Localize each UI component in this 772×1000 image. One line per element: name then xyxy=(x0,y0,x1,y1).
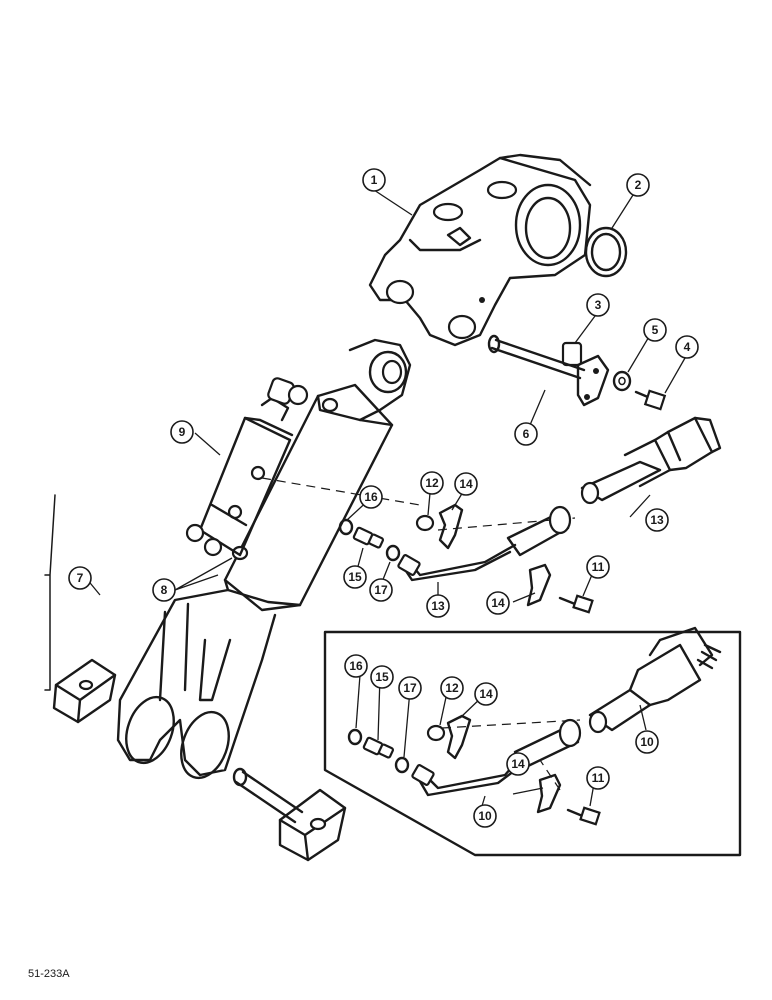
bracket-line-7 xyxy=(44,494,56,691)
callout-10-inset-pipe: 10 xyxy=(473,804,497,828)
assembly-dash-lower xyxy=(441,719,581,791)
inset-fittings xyxy=(347,626,722,826)
callout-14-inset-clip: 14 xyxy=(506,752,530,776)
svg-text:10: 10 xyxy=(640,735,654,749)
figure-reference-code: 51-233A xyxy=(28,968,70,980)
svg-text:14: 14 xyxy=(479,687,493,701)
callout-8: 8 xyxy=(152,578,176,602)
svg-text:5: 5 xyxy=(652,323,659,337)
assembly-dash-upper xyxy=(261,477,576,531)
svg-text:11: 11 xyxy=(592,771,605,785)
svg-text:13: 13 xyxy=(650,513,664,527)
svg-text:14: 14 xyxy=(511,757,525,771)
clevis-block xyxy=(52,658,117,724)
pin-with-bracket xyxy=(487,334,610,407)
callout-13-upper: 13 xyxy=(645,508,669,532)
callout-10-inset: 10 xyxy=(635,730,659,754)
svg-text:15: 15 xyxy=(348,570,362,584)
lift-arm-casting xyxy=(368,153,592,347)
callout-13-pipe: 13 xyxy=(426,594,450,618)
svg-text:6: 6 xyxy=(523,427,530,441)
svg-text:11: 11 xyxy=(592,560,605,574)
svg-text:2: 2 xyxy=(635,178,642,192)
callout-14-clip: 14 xyxy=(486,591,510,615)
callout-11-inset: 11 xyxy=(586,766,610,790)
bolt xyxy=(634,389,667,411)
hydraulic-cylinder-fitting-upper xyxy=(580,416,722,505)
callout-12-inset: 12 xyxy=(440,676,464,700)
callout-14-inset: 14 xyxy=(474,682,498,706)
snap-ring xyxy=(584,226,628,278)
callout-15-upper: 15 xyxy=(343,565,367,589)
svg-text:16: 16 xyxy=(364,490,378,504)
svg-text:1: 1 xyxy=(371,173,378,187)
callout-9: 9 xyxy=(170,420,194,444)
svg-text:9: 9 xyxy=(179,425,186,439)
callout-17-upper: 17 xyxy=(369,578,393,602)
svg-text:15: 15 xyxy=(375,670,389,684)
svg-text:8: 8 xyxy=(161,583,168,597)
callout-16-upper: 16 xyxy=(359,485,383,509)
svg-text:16: 16 xyxy=(349,659,363,673)
callout-5: 5 xyxy=(643,318,667,342)
callout-14-upper: 14 xyxy=(454,472,478,496)
callout-7: 7 xyxy=(68,566,92,590)
callout-3: 3 xyxy=(586,293,610,317)
svg-text:12: 12 xyxy=(445,681,459,695)
svg-text:10: 10 xyxy=(478,809,492,823)
svg-text:3: 3 xyxy=(595,298,602,312)
lift-pin-bottom xyxy=(232,767,347,862)
washer xyxy=(612,370,632,392)
bushing xyxy=(561,341,583,367)
callout-2: 2 xyxy=(626,173,650,197)
svg-text:13: 13 xyxy=(431,599,445,613)
svg-text:17: 17 xyxy=(403,681,417,695)
upper-fittings xyxy=(338,503,594,614)
callout-1: 1 xyxy=(362,168,386,192)
callout-11-upper: 11 xyxy=(586,555,610,579)
svg-text:14: 14 xyxy=(459,477,473,491)
callout-leaders xyxy=(85,189,686,807)
svg-text:17: 17 xyxy=(374,583,388,597)
svg-text:14: 14 xyxy=(491,596,505,610)
callout-16-inset: 16 xyxy=(344,654,368,678)
control-valve-cylinder xyxy=(185,377,309,557)
callout-6: 6 xyxy=(514,422,538,446)
svg-text:12: 12 xyxy=(425,476,439,490)
callout-4: 4 xyxy=(675,335,699,359)
callout-12-upper: 12 xyxy=(420,471,444,495)
inset-frame xyxy=(323,630,742,857)
svg-text:7: 7 xyxy=(77,571,84,585)
callout-15-inset: 15 xyxy=(370,665,394,689)
lift-rod-cylinder xyxy=(116,338,412,780)
callout-17-inset: 17 xyxy=(398,676,422,700)
svg-text:4: 4 xyxy=(684,340,691,354)
